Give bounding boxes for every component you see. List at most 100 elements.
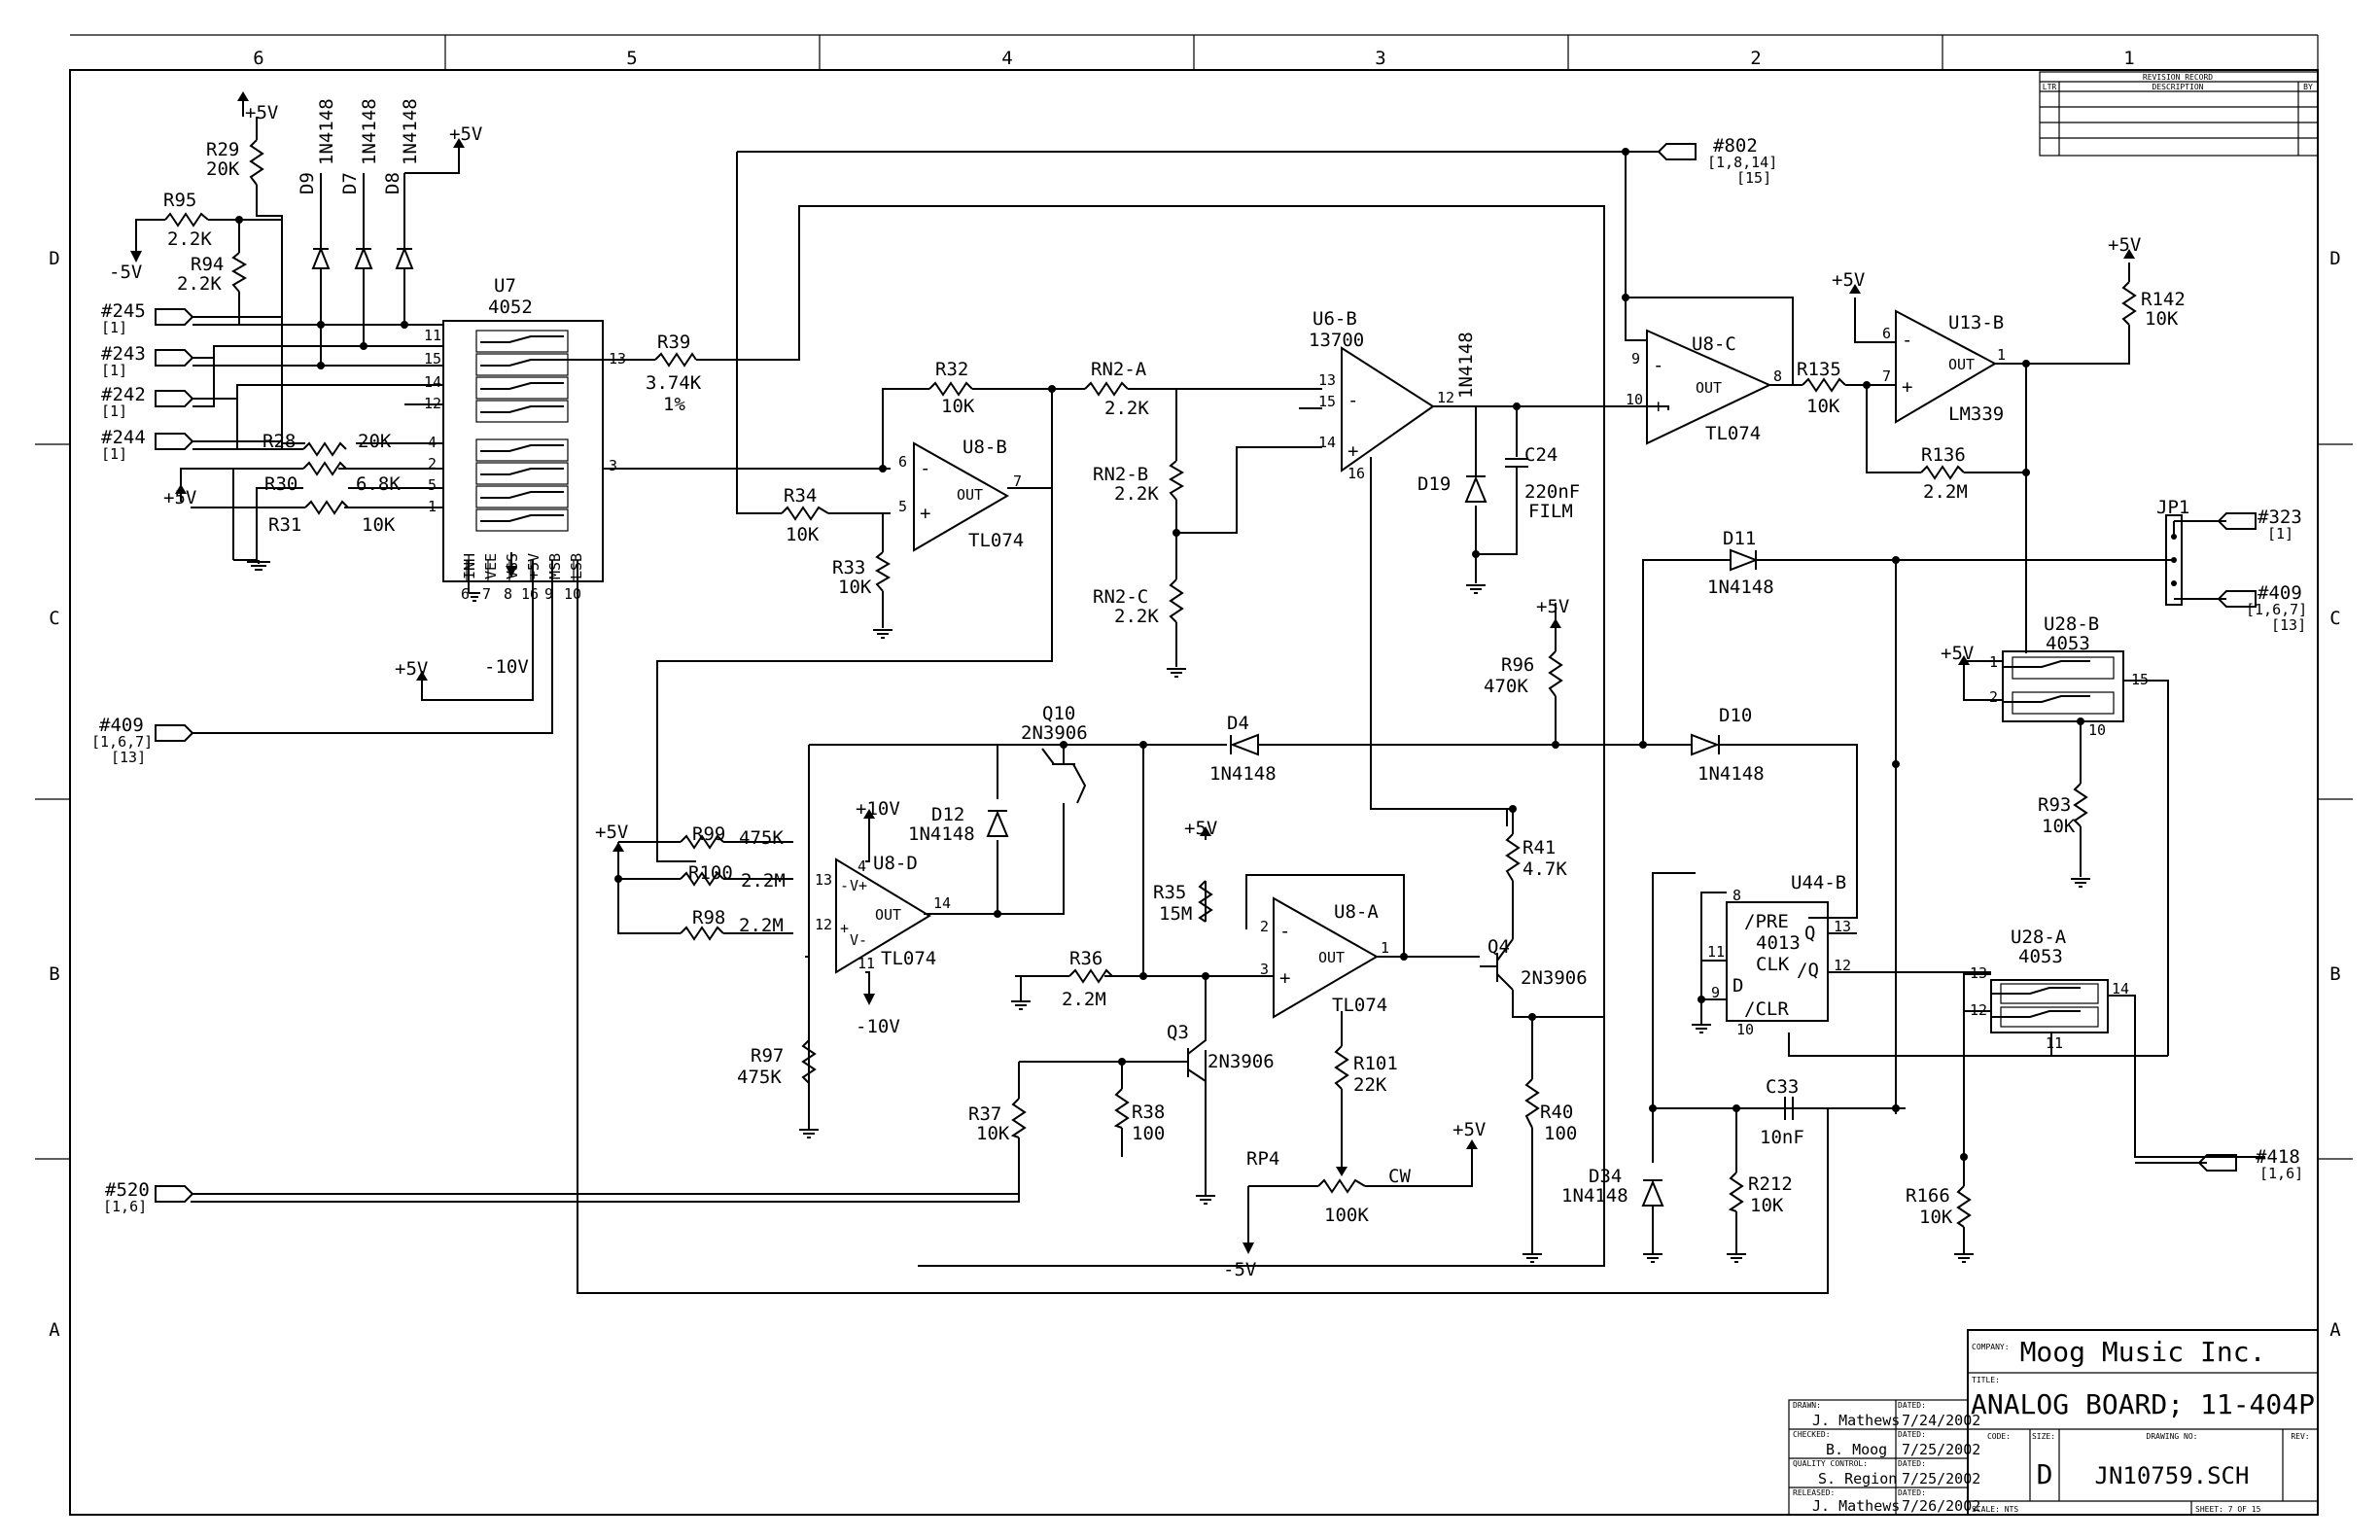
u7-ctl: LSB: [568, 553, 585, 579]
checked-by: B. Moog: [1826, 1441, 1887, 1458]
u8c-minus: -: [1653, 355, 1663, 376]
q4-label: Q4: [1488, 936, 1510, 958]
r39-tolerance: 1%: [663, 394, 685, 415]
ground-symbol: [1167, 668, 1186, 678]
port-242-label: #242: [101, 384, 146, 405]
u44b-value: 4013: [1756, 932, 1801, 954]
u6b-plus: +: [1348, 440, 1358, 462]
supply-label: +5V: [1941, 643, 1974, 664]
port-242-ref: [1]: [101, 402, 127, 420]
c24-type: FILM: [1528, 501, 1573, 522]
grounds: [247, 560, 2090, 1263]
port-409-right: [2217, 590, 2257, 608]
supply-label: +5V: [163, 487, 196, 508]
r33-label: R33: [832, 557, 865, 578]
u6b-label: U6-B: [1312, 308, 1357, 330]
supply-label: +5V: [1184, 818, 1217, 839]
u28b-label: U28-B: [2044, 613, 2099, 635]
u8c-opamp: [1646, 329, 1772, 445]
u7-pin: 16: [521, 585, 539, 603]
zone-C-left: C: [49, 608, 59, 629]
d7-value: 1N4148: [359, 98, 380, 165]
rn2b-resistor: [1169, 460, 1184, 501]
d10-value: 1N4148: [1698, 763, 1765, 785]
u6b-pin: 13: [1318, 371, 1336, 389]
r97-label: R97: [751, 1045, 784, 1067]
u7-ctl: +5V: [525, 553, 542, 579]
d11-diode: [1730, 548, 1779, 572]
u44b-pin: 10: [1736, 1021, 1754, 1038]
rn2a-value: 2.2K: [1104, 398, 1149, 419]
r41-resistor: [1505, 833, 1521, 882]
supply-label: +5V: [595, 822, 628, 843]
u44b-pin: 9: [1711, 984, 1720, 1001]
u8b-label: U8-B: [962, 437, 1007, 458]
rp4-cw: CW: [1388, 1166, 1411, 1187]
ground-symbol: [469, 592, 480, 602]
u44b-clr: /CLR: [1744, 998, 1789, 1020]
supply-label: +5V: [1832, 269, 1865, 291]
u7-pin: 10: [564, 585, 581, 603]
u13b-label: U13-B: [1948, 312, 2004, 333]
zone-6: 6: [253, 48, 263, 69]
port-409r-ref: [13]: [2271, 616, 2306, 634]
u13b-comparator: [1895, 309, 1998, 424]
r94-label: R94: [191, 254, 224, 275]
port-245: [155, 308, 194, 326]
d10-diode: [1691, 733, 1740, 756]
r95-resistor: [164, 212, 209, 228]
port-409-left: [155, 724, 194, 742]
c33-value: 10nF: [1760, 1127, 1804, 1148]
c24-capacitor: [1505, 458, 1528, 468]
opamps: [835, 309, 1998, 1019]
r93-label: R93: [2038, 794, 2071, 816]
u8d-pin: 12: [815, 916, 832, 933]
u7-ctl: INH: [461, 553, 478, 579]
u8d-plus: +: [840, 920, 849, 937]
revision-ltr: LTR: [2043, 83, 2057, 91]
rp4-value: 100K: [1324, 1205, 1369, 1226]
released-date-label: DATED:: [1898, 1488, 1926, 1497]
d19-label: D19: [1418, 473, 1451, 495]
r30-value: 6.8K: [356, 473, 401, 495]
u8a-pin: 1: [1381, 939, 1389, 957]
d10-label: D10: [1719, 705, 1752, 726]
u8d-label: U8-D: [873, 853, 918, 874]
code-label: CODE:: [1987, 1432, 2011, 1441]
u8a-out: OUT: [1318, 949, 1345, 966]
d34-value: 1N4148: [1561, 1185, 1628, 1207]
c33-label: C33: [1766, 1076, 1799, 1098]
r94-resistor: [231, 252, 247, 293]
checked-label: CHECKED:: [1793, 1430, 1831, 1439]
r93-resistor: [2073, 783, 2088, 827]
u7-pin: 4: [428, 434, 437, 451]
u44b-q: Q: [1804, 923, 1815, 944]
d4-value: 1N4148: [1209, 763, 1277, 785]
size-label: SIZE:: [2032, 1432, 2055, 1441]
zone-4: 4: [1001, 48, 1012, 69]
supply-label: +5V: [395, 658, 428, 680]
c24-label: C24: [1524, 444, 1558, 466]
r99-resistor: [680, 834, 724, 850]
port-243-ref: [1]: [101, 362, 127, 379]
u28b-pin: 2: [1989, 688, 1998, 706]
u44b-pin: 12: [1834, 957, 1851, 974]
diodes: [311, 229, 1779, 1207]
drawing-number: JN10759.SCH: [2095, 1462, 2250, 1489]
u8d-pin: 13: [815, 871, 832, 889]
u8b-pin: 5: [898, 498, 907, 515]
r135-resistor: [1802, 377, 1846, 393]
r135-value: 10K: [1806, 396, 1840, 417]
port-242: [155, 390, 194, 407]
u8d-value: TL074: [881, 948, 936, 969]
resistors: [164, 117, 2137, 1228]
u6b-pin: 14: [1318, 434, 1336, 451]
ground-symbol: [873, 629, 892, 639]
released-by: J. Mathews: [1812, 1497, 1900, 1515]
u28a-pin: 14: [2112, 980, 2129, 998]
port-418-ref: [1,6]: [2259, 1165, 2303, 1182]
rn2c-value: 2.2K: [1114, 606, 1159, 627]
zone-A-left: A: [49, 1319, 60, 1341]
r29-label: R29: [206, 139, 239, 160]
u28a-label: U28-A: [2011, 927, 2067, 948]
